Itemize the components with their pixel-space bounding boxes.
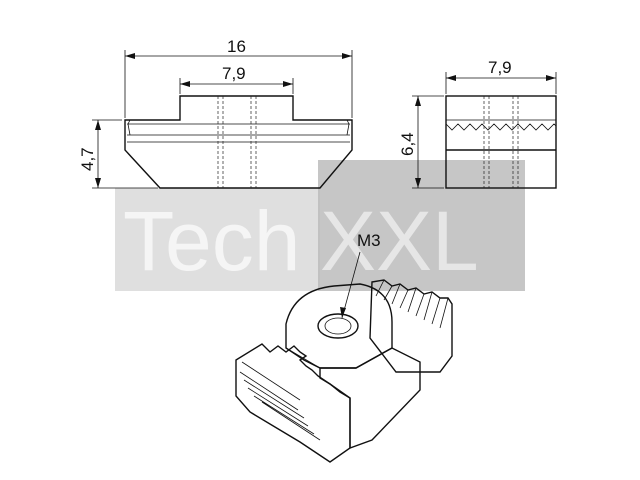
thread-callout: M3 [340,231,381,319]
arrowhead-side-height-bottom [415,178,421,188]
watermark-backdrop-right [318,160,525,291]
threaded-hole-inner [324,317,352,335]
front-slot-dimension: 7,9 [179,64,294,94]
arrowhead-height-bottom [95,178,101,188]
front-height-dimension: 4,7 [78,119,158,189]
dimension-label-height-front: 4,7 [78,147,97,171]
side-view-thread-zigzag [445,123,557,131]
arrowhead-side-height-top [415,96,421,106]
threaded-hole-outer [317,313,359,339]
watermark-text-left: Tech [123,194,300,288]
iso-center-body [319,347,421,449]
arrowhead-slot-right [283,81,293,87]
isometric-view [235,279,453,463]
side-height-dimension: 6,4 [398,95,444,189]
front-view [124,95,353,189]
watermark-text-right: XXL [320,194,479,288]
side-view [445,95,557,189]
arrowhead-side-right [546,75,556,81]
arrowhead-height-top [95,120,101,130]
arrowhead-16-left [125,53,135,59]
dimension-label-height-side: 6,4 [398,132,417,156]
thread-leader-line [341,251,361,319]
iso-left-block [235,343,351,463]
arrowhead-side-left [446,75,456,81]
dimension-label-slot-side: 7,9 [488,58,512,77]
dimension-label-slot-front: 7,9 [222,64,246,83]
front-width-dimension: 16 [124,37,353,118]
thread-label: M3 [357,231,381,250]
arrowhead-16-right [342,53,352,59]
iso-left-ridge-lines [239,361,321,441]
thread-leader-arrowhead [340,307,346,318]
iso-left-front-face [235,360,331,463]
side-width-dimension: 7,9 [445,58,557,94]
front-view-chamfer-left [127,119,131,136]
watermark: Tech XXL [115,160,525,291]
watermark-backdrop-left [115,188,320,291]
arrowhead-slot-left [180,81,190,87]
iso-right-ridges [369,279,453,373]
side-view-outline [445,95,557,189]
front-view-outline [124,95,353,189]
iso-right-ridge-lines [375,279,449,329]
iso-center-boss [285,283,393,369]
front-view-chamfer-right [346,119,350,136]
dimension-label-16: 16 [227,37,246,56]
